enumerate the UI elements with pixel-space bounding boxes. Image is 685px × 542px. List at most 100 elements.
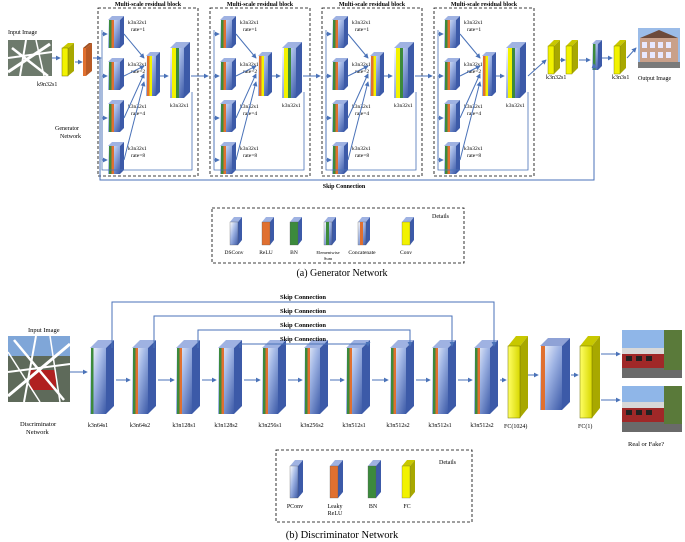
discriminator-legend-box [275,449,473,523]
discriminator-skip-label: Skip Connection [280,308,326,315]
branch-rate-label: rate=8 [131,153,145,159]
discriminator-skip-label: Skip Connection [280,322,326,329]
branch-conv-label: k3n32s1 [352,62,371,68]
branch-conv-label: k3n32s1 [464,20,483,26]
discriminator-skip-arrow [239,341,371,348]
discriminator-conv-layer [90,340,114,414]
legend-label: ReLU [259,250,272,256]
residual-block: Multi-scale residual blockk3n32s1rate=1k… [433,2,535,177]
dilated-conv-branch [332,16,348,48]
leaky-relu-icon [329,460,343,499]
discriminator-conv-layer [132,340,156,414]
generator-first-relu [83,43,92,76]
branch-rate-label: rate=8 [467,153,481,159]
fc-1-layer [579,336,600,419]
bn-icon [289,217,302,246]
dilated-conv-branch [332,100,348,132]
branch-conv-label: k3n32s1 [128,62,147,68]
legend-label: PConv [287,504,303,510]
dilated-conv-branch [108,58,124,90]
legend-label: Conv [400,250,412,256]
branch-conv-label: k3n32s1 [352,146,371,152]
discriminator-skip-arrow [153,315,455,348]
legend-label: BN [290,250,298,256]
elementwise-sum-icon [323,217,336,246]
generator-network: Input Image k9n32s1 Generator Network Mu… [7,2,680,279]
post-conv-block [547,40,637,75]
generator-first-conv-label: k9n32s1 [37,82,57,88]
merge-conv [170,42,190,98]
branch-conv-label: k3n32s1 [464,146,483,152]
discriminator-input-label: Input Image [28,327,60,334]
discriminator-layer-label: k3n256s1 [258,423,281,429]
discriminator-layer-label: k3n128s2 [214,423,237,429]
merge-conv-label: k3n32s1 [506,103,525,109]
legend-label: Leaky [328,504,343,510]
generator-input-label: Input Image [8,30,37,36]
legend-label: Elementwise [316,250,339,255]
generator-skip-label: Skip Connection [323,184,366,190]
dilated-conv-branch [444,16,460,48]
generator-label-line2: Network [60,134,81,140]
legend-label: DSConv [225,250,244,256]
fc-1024-label: FC(1024) [504,423,527,430]
discriminator-skip-arrow [197,329,413,348]
legend-label: BN [369,504,378,510]
residual-block: Multi-scale residual blockk3n32s1rate=1k… [321,2,433,177]
branch-rate-label: rate=8 [243,153,257,159]
merge-conv-label: k3n32s1 [394,103,413,109]
dilated-conv-branch [220,142,236,174]
discriminator-conv-layer [262,340,286,414]
concatenate-block [370,52,384,96]
residual-block-title: Multi-scale residual block [227,2,294,8]
merge-conv [394,42,414,98]
discriminator-label-line2: Network [26,429,49,436]
fc-1-label: FC(1) [578,423,592,430]
legend-label: Concatenate [348,250,376,256]
generator-post-layers [527,40,637,77]
discriminator-conv-layer [218,340,242,414]
legend-label: ReLU [328,511,343,517]
elementwise-sum-block [592,40,602,70]
residual-block-title: Multi-scale residual block [339,2,406,8]
branch-conv-label: k3n32s1 [464,62,483,68]
discriminator-conv-layer [346,340,370,414]
merge-conv [282,42,302,98]
fake-output-image [622,386,682,432]
generator-label-line1: Generator [55,126,79,132]
merge-conv [506,42,526,98]
dilated-conv-branch [444,142,460,174]
post-conv2-label: k3n3s1 [612,75,629,81]
generator-first-conv [61,43,74,77]
discriminator-conv-layer [176,340,200,414]
legend-label: FC [403,504,410,510]
residual-block-border [321,7,423,177]
residual-block: Multi-scale residual blockk3n32s1rate=1k… [209,2,321,177]
residual-block-border [433,7,535,177]
branch-rate-label: rate=1 [467,27,481,33]
fc-icon [401,460,415,499]
generator-output-image [638,28,680,68]
real-output-image [622,330,682,378]
discriminator-layer-label: k3n512s1 [342,423,365,429]
branch-rate-label: rate=2 [243,69,257,75]
discriminator-conv-layer [304,340,328,414]
branch-rate-label: rate=4 [243,111,257,117]
discriminator-network: Input Image Discriminator Network k3n64s… [7,294,682,541]
branch-rate-label: rate=8 [355,153,369,159]
residual-block-border [209,7,311,177]
dilated-conv-branch [444,58,460,90]
residual-block-title: Multi-scale residual block [115,2,182,8]
generator-input-image [7,39,53,77]
bn-icon [367,460,381,499]
residual-block: Multi-scale residual blockk3n32s1rate=1k… [97,2,209,177]
dilated-conv-branch [332,142,348,174]
branch-conv-label: k3n32s1 [352,20,371,26]
discriminator-legend-title: Details [439,460,457,466]
branch-rate-label: rate=1 [355,27,369,33]
